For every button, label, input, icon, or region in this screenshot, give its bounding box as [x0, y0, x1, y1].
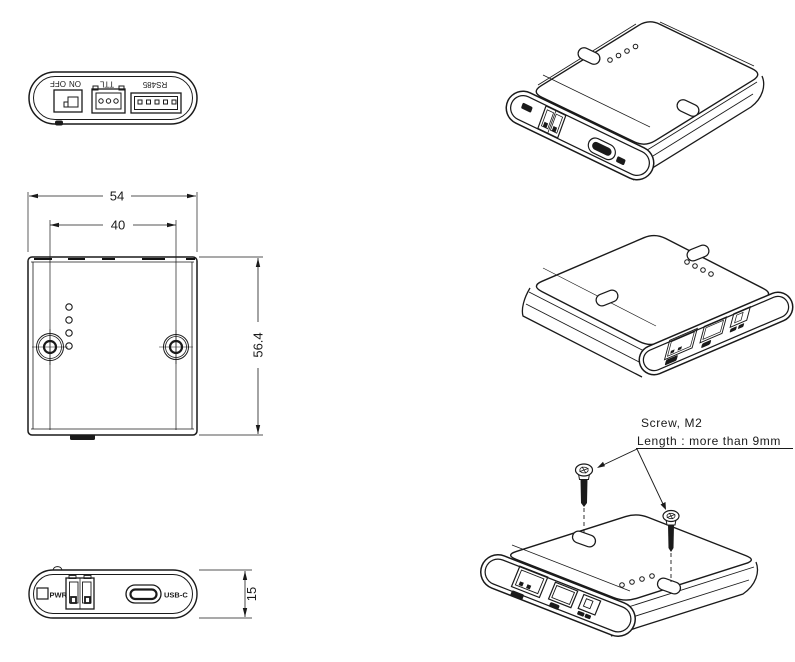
bottom-face-ports: [521, 102, 626, 165]
usbc-label: USB-C: [164, 591, 188, 600]
bottom-tab: [70, 434, 95, 440]
side-face: [610, 561, 759, 637]
off-label-blob: [584, 613, 592, 620]
leader-arrow: [660, 502, 666, 510]
mounting-boss-left: [32, 329, 68, 365]
off-label-blob: [738, 323, 745, 329]
dim-holes-label: 40: [111, 218, 125, 233]
led-holes-iso: [607, 43, 639, 63]
ttl-connector-iso: [547, 581, 579, 610]
dim-width-label: 54: [110, 189, 124, 204]
usbc-connector-iso: [587, 137, 616, 161]
ttl-label-blob: [549, 602, 560, 610]
screw-recess: [577, 47, 601, 65]
parting-line: [528, 291, 649, 354]
screw-left: [574, 463, 594, 535]
side-face: [632, 75, 765, 181]
top-edge-view: OFF ON TTL RS485: [28, 71, 198, 126]
side-face: [521, 287, 643, 378]
pwr-led-window: [36, 587, 49, 600]
top-chamfer-line: [511, 544, 631, 592]
ttl-connector: [91, 85, 126, 114]
case-tab: [55, 120, 63, 126]
bottom-edge-view: PWR USB-C 15: [28, 566, 259, 619]
usbc-label-blob: [616, 156, 626, 165]
edge-round-line: [659, 21, 755, 67]
screw-shaft: [580, 479, 588, 507]
screw-recess-target-left: [571, 530, 597, 548]
usbc-connector: [125, 584, 162, 604]
ttl-connector-iso: [699, 316, 728, 348]
enclosure-inner-face: [33, 574, 193, 614]
led-holes: [65, 303, 73, 350]
dimension-thickness: 15: [199, 569, 259, 619]
pwr-label-blob: [521, 102, 533, 113]
parting-line: [525, 303, 646, 366]
screw-recess: [686, 244, 710, 262]
front-view: 54 40 56.4: [27, 189, 266, 440]
dim-height-label: 56.4: [251, 332, 266, 357]
enclosure-inner-face: [33, 76, 193, 120]
rs485-connector-iso: [663, 327, 698, 366]
parting-line: [616, 579, 750, 623]
ttl-label-blob: [701, 340, 712, 348]
terminal-block: [65, 575, 95, 610]
dimension-width: 54: [27, 189, 198, 252]
led-holes-iso: [684, 259, 714, 277]
dim-thickness-label: 15: [244, 587, 259, 601]
rs485-connector: [130, 92, 182, 114]
screw-recess-target-right: [656, 577, 682, 595]
mounting-boss-right: [159, 330, 193, 364]
screw-right: [662, 509, 680, 582]
terminal-block-iso: [537, 105, 567, 139]
top-face: [535, 21, 759, 145]
ttl-label: TTL: [99, 80, 114, 89]
switch-iso: [577, 593, 602, 620]
parting-line: [621, 566, 755, 610]
switch-off-label: OFF: [50, 79, 66, 88]
screw-note-line2: Length : more than 9mm: [637, 434, 781, 448]
enclosure-front-outline: [27, 256, 198, 436]
enclosure-outline: [28, 569, 198, 619]
pwr-label: PWR: [50, 591, 68, 600]
top-face-ports: [663, 305, 752, 366]
rs485-label: RS485: [142, 80, 167, 89]
leader-line: [636, 448, 664, 505]
screw-recess: [595, 289, 619, 307]
iso-view-screw-assembly: Screw, M2 Length : more than 9mm: [480, 416, 793, 637]
rs485-connector-iso: [510, 565, 549, 600]
dimension-hole-spacing: 40: [49, 218, 177, 430]
parting-line: [639, 93, 754, 165]
led-holes-iso: [619, 573, 655, 588]
switch-iso: [729, 305, 752, 333]
case-bump: [52, 566, 63, 571]
on-label-blob: [577, 610, 585, 617]
power-switch: [53, 89, 83, 113]
leader-arrow: [597, 461, 605, 468]
dimension-height: 56.4: [199, 256, 266, 436]
screw-note: Screw, M2 Length : more than 9mm: [597, 416, 793, 510]
top-face: [509, 514, 753, 601]
screw-note-line1: Screw, M2: [641, 416, 702, 430]
parting-line: [643, 81, 758, 153]
connector-face-ports: [510, 565, 602, 620]
rs485-label-blob: [510, 590, 524, 600]
enclosure-outline: [28, 71, 198, 125]
screw-shaft: [668, 524, 674, 552]
on-label-blob: [729, 326, 737, 333]
iso-view-front-bottom: [505, 21, 765, 181]
screw-recess: [676, 99, 700, 117]
top-pill-face: [480, 554, 636, 637]
rs485-label-blob: [664, 355, 678, 366]
top-chamfer-line: [542, 74, 651, 128]
switch-on-label: ON: [69, 79, 81, 88]
iso-view-back-top: [521, 234, 794, 378]
leader-line: [600, 448, 638, 467]
